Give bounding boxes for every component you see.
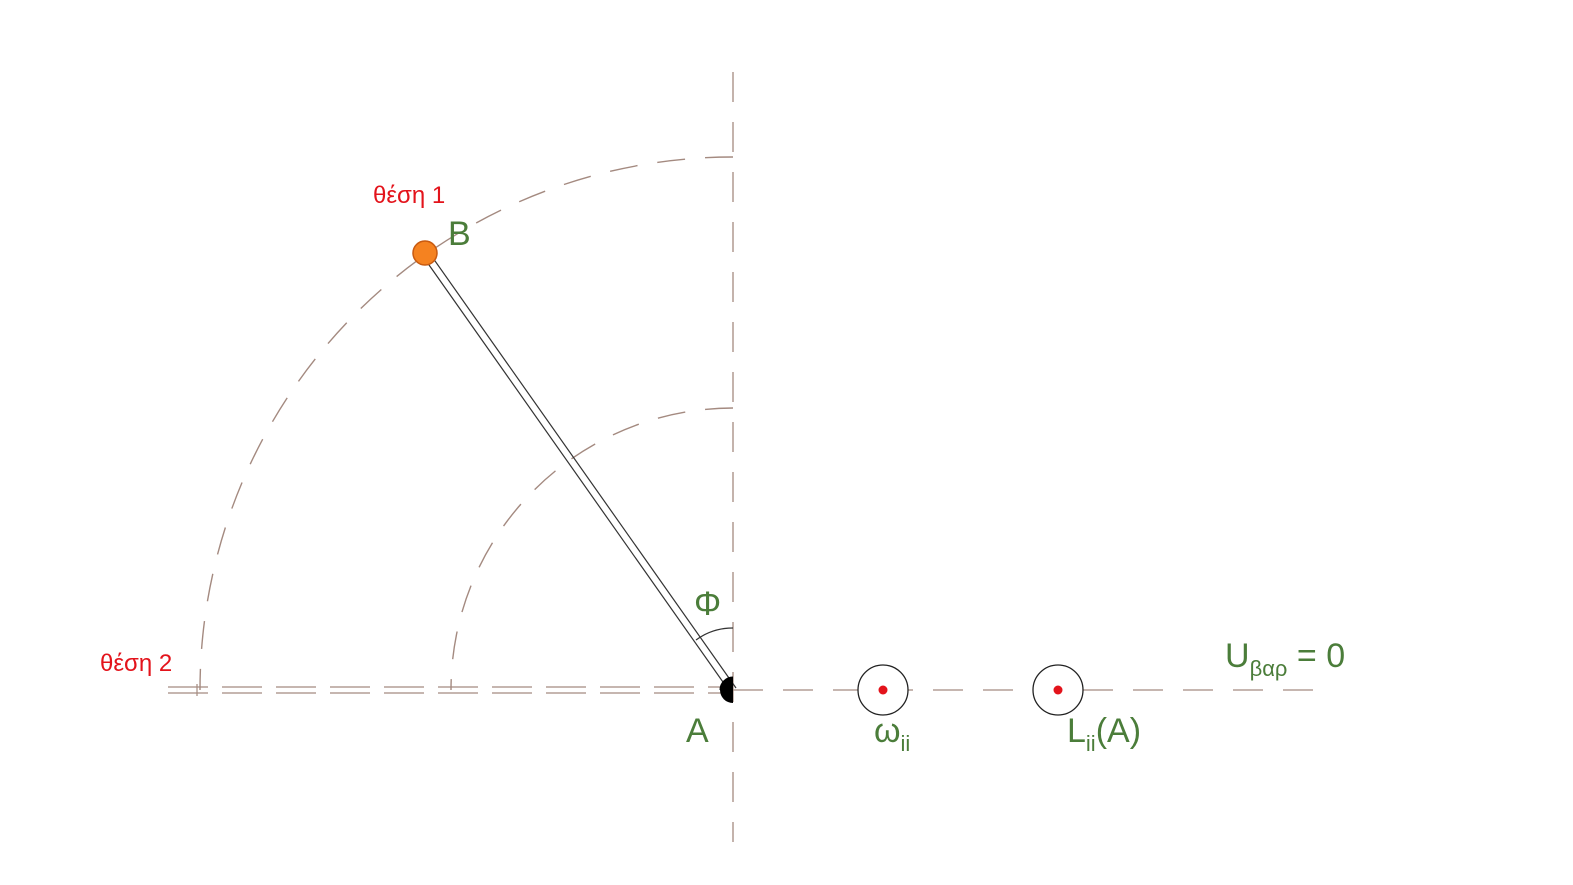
mass-b [412, 240, 438, 266]
l-symbol: L [1067, 712, 1086, 750]
angular-momentum-label: Lii(A) [1067, 712, 1142, 755]
l-subscript: ii [1085, 731, 1096, 756]
position-2-label: θέση 2 [100, 650, 173, 677]
omega-subscript: ii [900, 731, 911, 756]
u-subscript: βαρ [1249, 656, 1288, 681]
position-1-label: θέση 1 [373, 182, 446, 209]
rod-edge-1 [427, 250, 737, 689]
point-a-label: A [686, 712, 709, 750]
l-suffix: (A) [1095, 712, 1142, 750]
pivot-icon [720, 677, 733, 703]
potential-energy-label: Uβαρ = 0 [1225, 637, 1346, 680]
omega-symbol: ω [874, 712, 901, 750]
point-b-label: B [448, 215, 471, 253]
rod-edge-2 [421, 254, 731, 693]
omega-label: ωii [874, 712, 910, 755]
angle-label: Φ [694, 585, 722, 623]
inner-arc [450, 407, 734, 691]
u-suffix: = 0 [1287, 637, 1346, 675]
pivot-half-circle [719, 676, 734, 691]
u-symbol: U [1225, 637, 1250, 675]
omega-vector-dot [878, 685, 888, 695]
angle-arc [695, 627, 734, 641]
l-vector-dot [1053, 685, 1063, 695]
